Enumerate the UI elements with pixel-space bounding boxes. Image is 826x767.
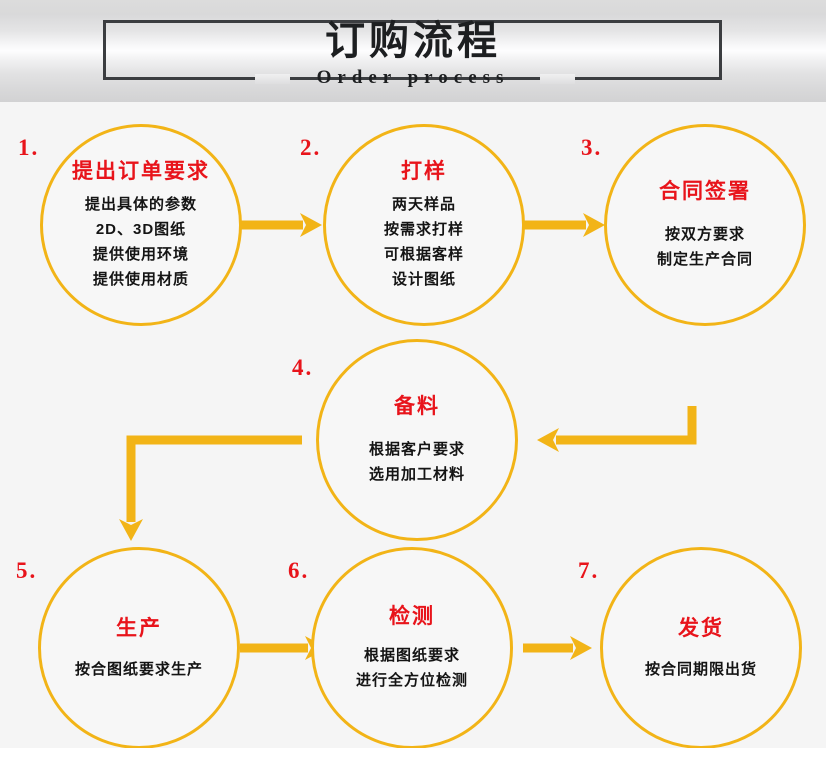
node-4-title: 备料 [394,395,440,418]
node-5[interactable]: 生产 按合图纸要求生产 [38,547,240,749]
node-number-1: 1. [18,135,40,160]
arrow-6-to-7 [523,636,592,660]
node-6-line-2: 进行全方位检测 [355,672,468,689]
node-7-line-1: 按合同期限出货 [644,660,757,678]
node-5-line-1: 按合图纸要求生产 [74,660,203,678]
node-number-2: 2. [300,135,322,160]
arrow-1-to-2 [235,213,322,237]
node-7-title: 发货 [678,616,724,640]
arrow-4-to-5 [119,435,302,541]
node-3-line-2: 制定生产合同 [656,251,753,268]
node-2-body: 两天样品 按需求打样 可根据客样 设计图纸 [384,192,464,292]
node-1-line-3: 提供使用环境 [92,246,189,263]
arrow-3-to-4 [537,406,697,452]
node-1-line-1: 提出具体的参数 [84,196,197,213]
node-3-title: 合同签署 [659,180,751,203]
node-2-title: 打样 [401,160,447,183]
node-2-line-4: 设计图纸 [391,271,456,288]
node-2-line-1: 两天样品 [391,196,456,213]
frame-gap-right [540,74,575,84]
node-1-line-2: 2D、3D图纸 [95,221,187,238]
node-1[interactable]: 提出订单要求 提出具体的参数 2D、3D图纸 提供使用环境 提供使用材质 [40,124,242,326]
node-6-body: 根据图纸要求 进行全方位检测 [356,643,468,693]
node-number-5: 5. [16,558,38,583]
node-number-6: 6. [288,558,310,583]
node-4-body: 根据客户要求 选用加工材料 [369,437,465,487]
node-7-body: 按合同期限出货 [645,657,757,682]
node-4-line-1: 根据客户要求 [368,441,465,458]
node-3[interactable]: 合同签署 按双方要求 制定生产合同 [604,124,806,326]
node-1-line-4: 提供使用材质 [92,271,189,288]
node-number-3: 3. [581,135,603,160]
node-4[interactable]: 备料 根据客户要求 选用加工材料 [316,339,518,541]
node-number-7: 7. [578,558,600,583]
node-1-body: 提出具体的参数 2D、3D图纸 提供使用环境 提供使用材质 [85,192,197,292]
node-3-line-1: 按双方要求 [664,226,745,243]
header-frame [103,20,722,80]
node-5-body: 按合图纸要求生产 [75,657,203,682]
node-5-title: 生产 [116,616,162,640]
node-6-line-1: 根据图纸要求 [363,647,460,664]
frame-gap-left [255,74,290,84]
node-3-body: 按双方要求 制定生产合同 [657,222,753,272]
arrow-2-to-3 [518,213,605,237]
node-6-title: 检测 [389,605,435,628]
node-number-4: 4. [292,355,314,380]
node-7[interactable]: 发货 按合同期限出货 [600,547,802,749]
page-subtitle: Order process [316,67,510,88]
node-1-title: 提出订单要求 [72,160,210,183]
node-6[interactable]: 检测 根据图纸要求 进行全方位检测 [311,547,513,749]
page-title: 订购流程 [325,18,501,63]
node-2[interactable]: 打样 两天样品 按需求打样 可根据客样 设计图纸 [323,124,525,326]
node-2-line-3: 可根据客样 [383,246,464,263]
flow-canvas: 1. 提出订单要求 提出具体的参数 2D、3D图纸 提供使用环境 提供使用材质 … [0,102,826,749]
node-4-line-2: 选用加工材料 [368,466,465,483]
footer-strip [0,748,826,767]
header-banner: 订购流程 Order process [0,0,826,102]
node-2-line-2: 按需求打样 [383,221,464,238]
